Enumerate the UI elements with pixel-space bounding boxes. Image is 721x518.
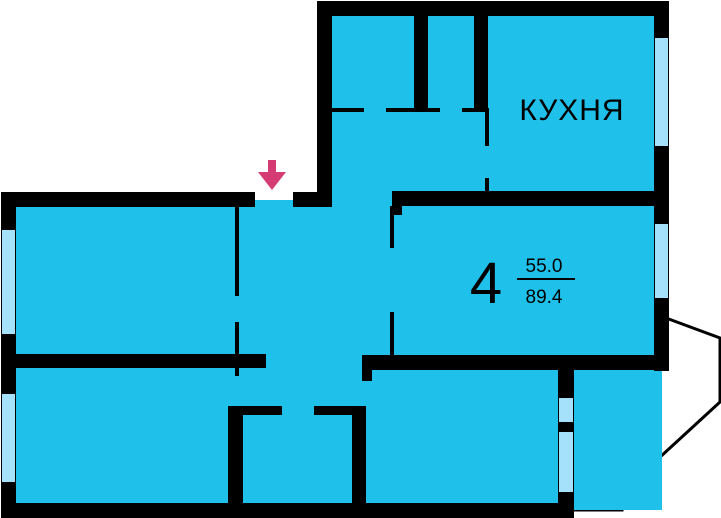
partition-corridor-left-1 xyxy=(235,206,239,296)
wall-bottom xyxy=(1,503,574,518)
wall-small-room-right xyxy=(352,406,366,510)
floor-upper xyxy=(324,8,662,218)
partition-corridor-left-2 xyxy=(235,322,239,376)
wall-kitchen-corner xyxy=(392,191,402,215)
area-fraction-line xyxy=(517,278,575,280)
partition-corridor-right-2 xyxy=(390,312,394,356)
window-kitchen xyxy=(655,38,668,146)
entrance-arrow-stem xyxy=(268,160,276,174)
floor-bottom-left xyxy=(8,360,568,510)
wall-left-top-right xyxy=(293,192,332,207)
wall-small-room-top-right xyxy=(314,406,366,415)
wall-left-top xyxy=(1,192,255,207)
kitchen-label: КУХНЯ xyxy=(519,94,624,127)
entrance-door xyxy=(255,201,293,206)
wall-bathroom-1 xyxy=(414,1,428,111)
partition-hall-2 xyxy=(386,108,440,112)
wall-top xyxy=(317,1,666,16)
interior-walls xyxy=(8,1,662,510)
window-room-right xyxy=(655,224,668,298)
total-area: 89.4 xyxy=(526,287,563,308)
window-left-lower xyxy=(2,394,15,482)
partition-hall-1 xyxy=(332,108,364,112)
partition-kitchen-1 xyxy=(485,108,489,146)
wall-small-room-left xyxy=(228,406,243,510)
living-area: 55.0 xyxy=(526,256,563,277)
window-balcony-1 xyxy=(559,398,573,422)
wall-bathroom-2 xyxy=(474,1,488,111)
entrance-arrow-icon xyxy=(258,172,286,190)
rooms-count: 4 xyxy=(470,251,502,316)
wall-right-room-bottom xyxy=(362,355,662,370)
window-left-upper xyxy=(2,230,15,334)
window-balcony-2 xyxy=(559,432,573,492)
wall-kitchen-bottom xyxy=(392,191,662,206)
wall-small-room-top-left xyxy=(228,406,282,415)
partition-hall-3 xyxy=(462,108,488,112)
partition-kitchen-2 xyxy=(485,178,489,192)
partition-corridor-right-1 xyxy=(390,206,394,248)
wall-left-rooms-divider xyxy=(8,354,266,368)
wall-upper-left xyxy=(317,1,332,207)
wall-right-room-stub xyxy=(362,355,372,381)
windows xyxy=(2,38,668,492)
partitions xyxy=(235,108,489,376)
